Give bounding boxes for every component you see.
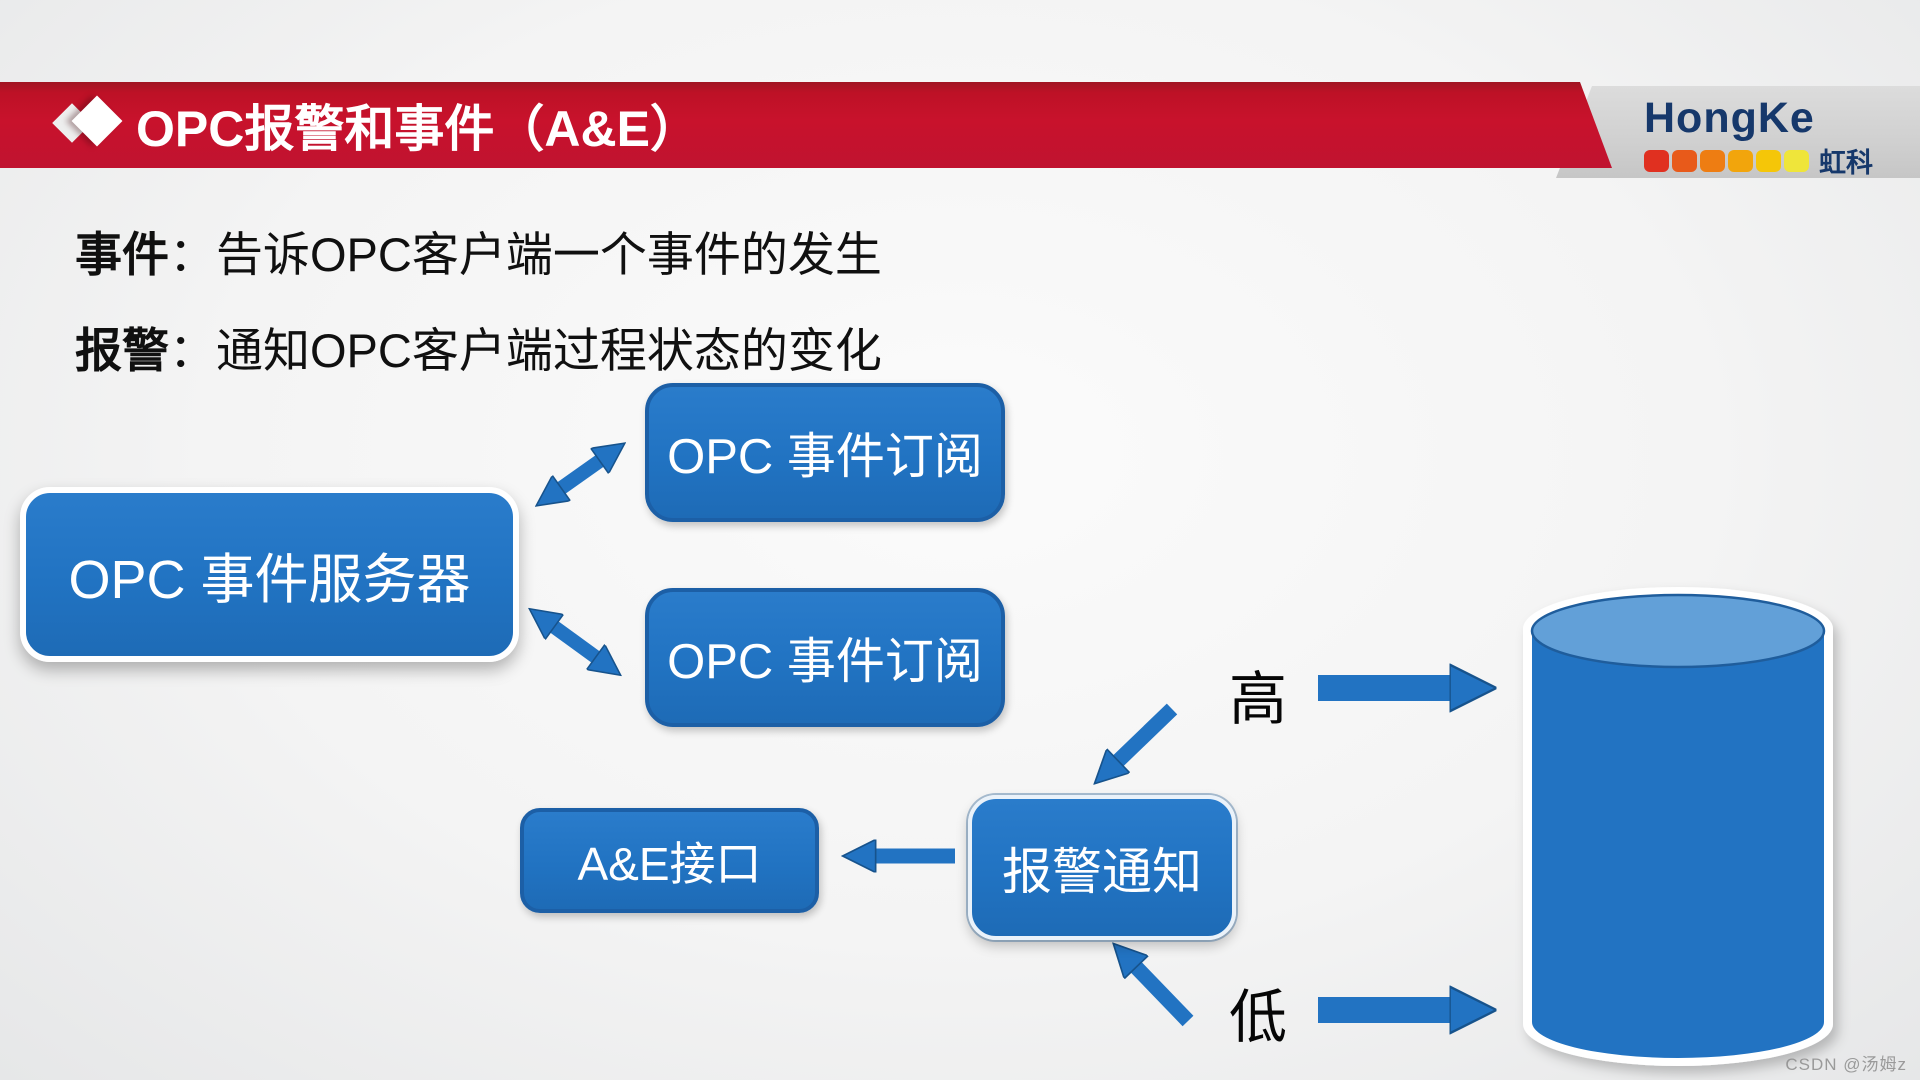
definition-desc: 通知OPC客户端过程状态的变化 — [216, 324, 882, 377]
low-label: 低 — [1228, 985, 1288, 1050]
opc-event-subscription-bottom-label: OPC 事件订阅 — [667, 635, 983, 689]
ae-interface-box: A&E接口 — [520, 808, 819, 913]
alarm-notice-box: 报警通知 — [968, 795, 1236, 940]
definition-line-alarm: 报警：通知OPC客户端过程状态的变化 — [75, 312, 882, 381]
cylinder-body — [1532, 631, 1824, 1058]
arrow-high-to-alarm — [1117, 703, 1178, 762]
logo-color-squares: 虹科 — [1644, 141, 1873, 178]
ae-interface-label: A&E接口 — [577, 837, 762, 890]
opc-event-subscription-bottom-box: OPC 事件订阅 — [645, 588, 1005, 727]
logo-panel: HongKe 虹科 — [1556, 86, 1920, 178]
high-label: 高 — [1228, 667, 1288, 732]
hongke-logo: HongKe 虹科 — [1644, 94, 1873, 178]
definition-line-event: 事件：告诉OPC客户端一个事件的发生 — [75, 216, 882, 285]
diamond-right-icon — [71, 95, 123, 147]
definition-term: 报警 — [75, 324, 169, 377]
arrow-low-to-alarm — [1135, 966, 1194, 1027]
arrow-server-subscription-bottom — [553, 626, 597, 658]
logo-color-square — [1672, 149, 1697, 172]
opc-event-server-box: OPC 事件服务器 — [20, 487, 519, 662]
opc-event-server-label: OPC 事件服务器 — [68, 550, 471, 610]
logo-color-square — [1756, 149, 1781, 172]
cylinder-top — [1530, 593, 1826, 669]
logo-color-square — [1700, 149, 1725, 172]
definition-term: 事件 — [75, 228, 169, 281]
arrow-server-subscription-top — [560, 460, 601, 489]
opc-event-subscription-top-box: OPC 事件订阅 — [645, 383, 1005, 522]
page-title: OPC报警和事件（A&E） — [136, 101, 700, 157]
definition-colon: ： — [169, 228, 216, 281]
logo-color-square — [1644, 149, 1669, 172]
double-diamond-icon — [50, 95, 130, 155]
definition-colon: ： — [169, 324, 216, 377]
logo-color-square — [1784, 149, 1809, 172]
logo-brand-text: HongKe — [1644, 94, 1815, 142]
header-bar: OPC报警和事件（A&E） — [0, 82, 1612, 168]
definition-desc: 告诉OPC客户端一个事件的发生 — [216, 228, 882, 281]
logo-brand-cn: 虹科 — [1819, 148, 1873, 178]
database-cylinder — [1523, 587, 1833, 1066]
alarm-notice-label: 报警通知 — [1002, 843, 1202, 900]
opc-event-subscription-top-label: OPC 事件订阅 — [667, 430, 983, 484]
logo-color-square — [1728, 149, 1753, 172]
watermark: CSDN @汤姆z — [1785, 1055, 1907, 1074]
